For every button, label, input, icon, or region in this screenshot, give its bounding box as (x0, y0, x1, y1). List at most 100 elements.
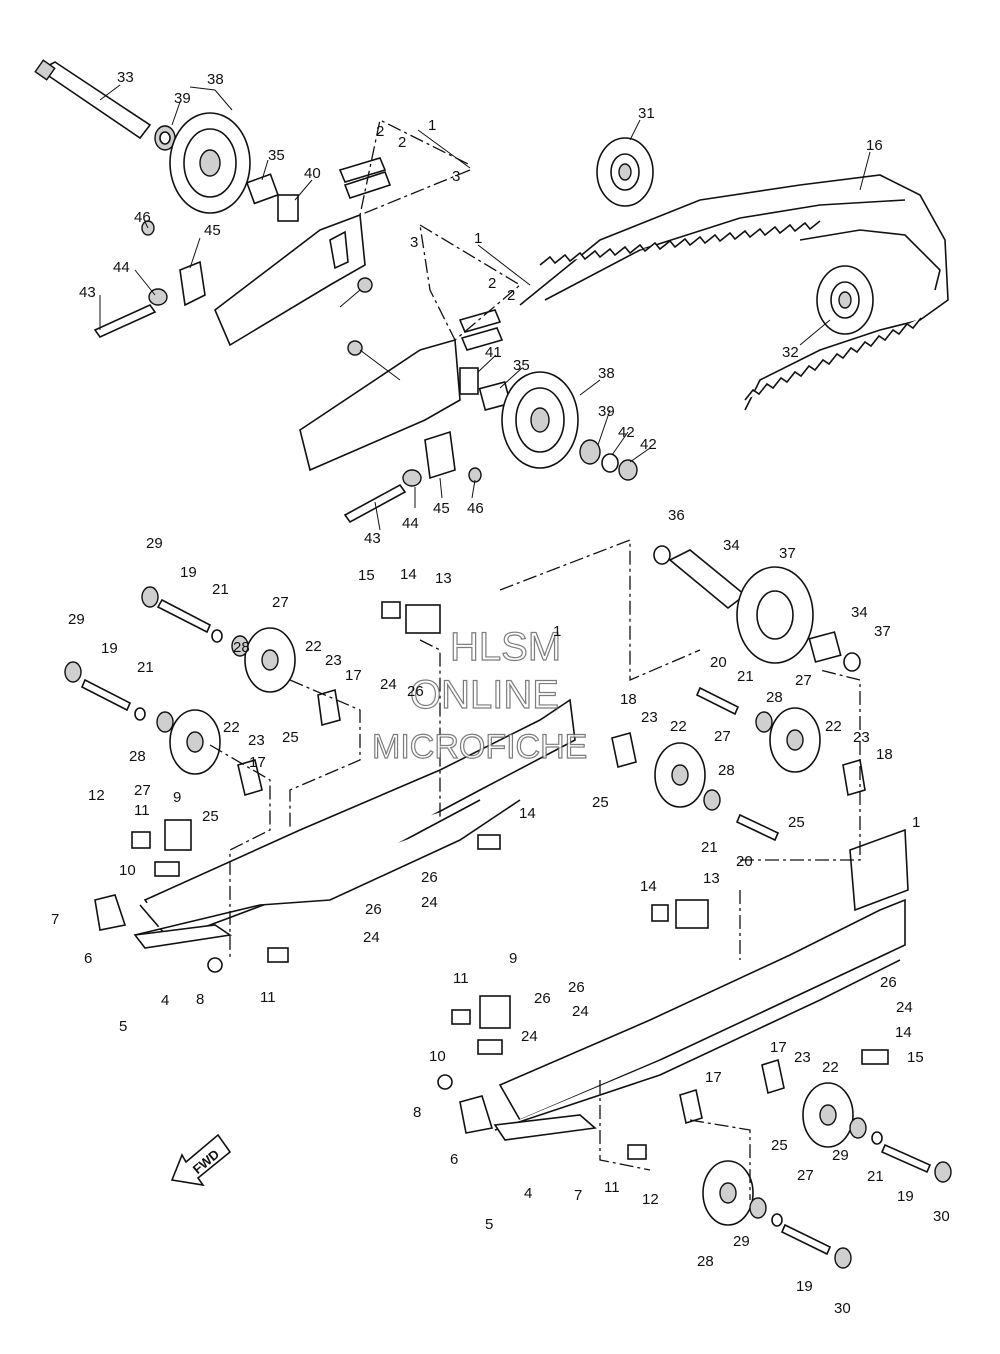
callout: 19 (796, 1278, 813, 1295)
callout: 29 (832, 1147, 849, 1164)
callout: 18 (876, 746, 893, 763)
idler-wheel-lower (816, 265, 874, 335)
callout: 1 (428, 117, 436, 134)
callout: 26 (880, 974, 897, 991)
nut-46-middle (347, 340, 363, 356)
callout: 27 (714, 728, 731, 745)
callout: 42 (640, 436, 657, 453)
callout: 30 (933, 1208, 950, 1225)
callout: 25 (788, 814, 805, 831)
callout: 24 (380, 676, 397, 693)
callout: 17 (705, 1069, 722, 1086)
callout: 39 (174, 90, 191, 107)
callout: 5 (485, 1216, 493, 1233)
watermark-line-1: HLSM (450, 625, 561, 669)
callout: 23 (794, 1049, 811, 1066)
callout: 30 (834, 1300, 851, 1317)
arm-17-left-b (237, 758, 263, 797)
callout: 3 (410, 234, 418, 251)
bearing-28-mid-b (755, 711, 773, 733)
slider-10-left (154, 861, 180, 877)
callout: 19 (897, 1188, 914, 1205)
callout: 29 (146, 535, 163, 552)
nut-46-upper (357, 277, 373, 293)
bolt-20-mid-a (735, 813, 780, 842)
clip-14-upper (381, 601, 401, 619)
callout: 11 (453, 970, 469, 987)
callout: 28 (766, 689, 783, 706)
callout: 15 (358, 567, 375, 584)
callout: 21 (867, 1168, 884, 1185)
wheel-27-left-a (244, 627, 296, 693)
callout: 27 (795, 672, 812, 689)
washer-29-left-a (141, 586, 159, 608)
clip-11-right-bottom (627, 1144, 647, 1160)
collar-34-middle (478, 381, 512, 411)
callout: 4 (524, 1185, 532, 1202)
track-belt (519, 174, 949, 411)
callout: 14 (519, 805, 536, 822)
callout: 25 (771, 1137, 788, 1154)
washer-29-left-b (64, 661, 82, 683)
callout: 19 (180, 564, 197, 581)
bracket-39-upper (277, 194, 299, 222)
clip-14-right-bottom (861, 1049, 889, 1065)
callout: 8 (413, 1104, 421, 1121)
callout: 45 (433, 500, 450, 517)
bearing-28-right-a (849, 1117, 867, 1139)
bearing-28-mid-a (703, 789, 721, 811)
washer-29-right-a (934, 1161, 952, 1183)
callout: 28 (718, 762, 735, 779)
spacer-35-right (843, 652, 861, 672)
callout: 22 (223, 719, 240, 736)
callout: 21 (212, 581, 229, 598)
callout: 37 (779, 545, 796, 562)
nut-43-middle (402, 469, 422, 487)
callout: 2 (488, 275, 496, 292)
arm-18-mid-a (611, 732, 637, 768)
callout: 12 (88, 787, 105, 804)
washer-21-right-a (871, 1131, 883, 1145)
callout: 4 (161, 992, 169, 1009)
bolt-19-left-b (80, 678, 132, 712)
callout: 26 (421, 869, 438, 886)
bolt-8-left (207, 957, 223, 973)
slider-9-left (164, 819, 192, 851)
washer-21-right-b (771, 1213, 783, 1227)
callout: 17 (770, 1039, 787, 1056)
clip-11-left (131, 831, 151, 849)
bolt-20-mid-b (695, 686, 740, 716)
callout: 22 (822, 1059, 839, 1076)
slider-13-upper (405, 604, 441, 634)
arm-17-right-a (761, 1058, 785, 1095)
bearing-38-middle (579, 439, 601, 465)
wheel-36 (736, 566, 814, 664)
callout: 45 (204, 222, 221, 239)
clip-14-middle (477, 834, 501, 850)
callout: 24 (421, 894, 438, 911)
callout: 7 (574, 1187, 582, 1204)
callout: 11 (134, 802, 150, 819)
callout: 28 (129, 748, 146, 765)
callout: 25 (592, 794, 609, 811)
wear-strip-4-right (493, 1114, 597, 1141)
callout: 46 (467, 500, 484, 517)
callout: 9 (173, 789, 181, 806)
callout: 39 (598, 403, 615, 420)
callout: 29 (733, 1233, 750, 1250)
callout: 25 (282, 729, 299, 746)
forward-direction-arrow: FWD (170, 1133, 232, 1187)
arm-18-mid-b (842, 758, 866, 797)
callout: 34 (723, 537, 740, 554)
rear-axle-shaft (34, 59, 152, 140)
callout: 26 (534, 990, 551, 1007)
bearing-38-upper (154, 125, 176, 151)
watermark-line-2: ONLINE (410, 673, 559, 717)
callout: 26 (407, 683, 424, 700)
callout: 26 (568, 979, 585, 996)
bolt-42-upper (93, 303, 157, 339)
callout: 36 (668, 507, 685, 524)
callout: 17 (249, 754, 266, 771)
slider-13-right (675, 899, 709, 929)
callout: 29 (68, 611, 85, 628)
